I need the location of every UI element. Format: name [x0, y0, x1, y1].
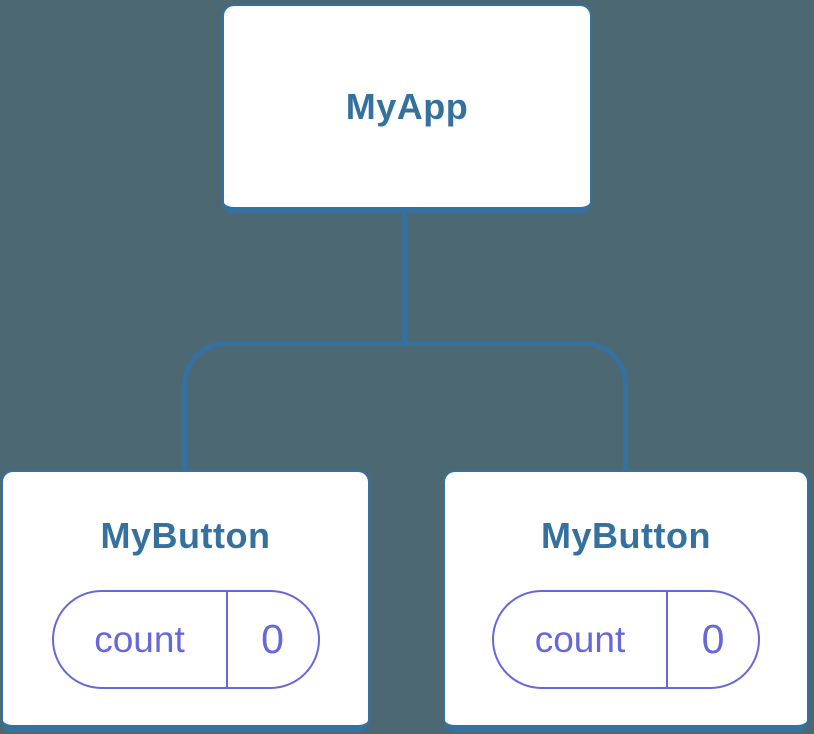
state-key-right: count [494, 592, 668, 687]
node-mybutton-right: MyButton count 0 [443, 470, 809, 732]
node-myapp: MyApp [222, 4, 592, 214]
state-key-left: count [54, 592, 228, 687]
state-value-left: 0 [261, 616, 284, 662]
connector-branch-bracket [182, 341, 628, 470]
state-value-right: 0 [701, 616, 725, 662]
node-mybutton-right-label: MyButton [541, 515, 711, 556]
node-mybutton-left-label: MyButton [100, 515, 271, 556]
state-pill-left: count 0 [51, 590, 320, 689]
node-myapp-label: MyApp [345, 85, 469, 127]
connector-root-stem [402, 212, 407, 343]
node-mybutton-left: MyButton count 0 [1, 470, 370, 732]
state-pill-right: count 0 [492, 590, 760, 689]
